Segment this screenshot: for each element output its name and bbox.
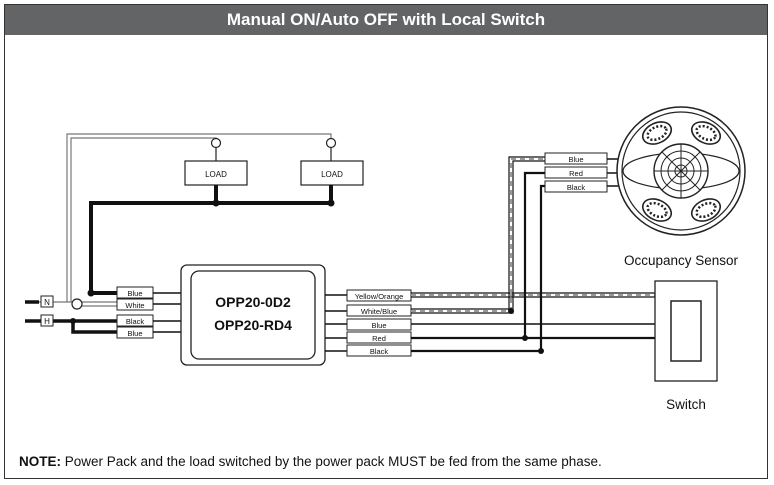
output-wire-red: Red [372,334,386,343]
occupancy-sensor-icon [616,106,746,236]
input-wire-blue-2: Blue [127,329,142,338]
load-1-label: LOAD [205,170,227,179]
red-junction [522,335,528,341]
wiring-diagram: LOAD LOAD N [25,106,746,412]
pack-neutral-line [77,301,117,307]
output-wire-black: Black [370,347,389,356]
load-2-label: LOAD [321,170,343,179]
input-wire-white: White [125,301,144,310]
pack-input-leads [153,292,181,333]
white-blue-junction [508,308,514,314]
power-pack-model-1: OPP20-0D2 [215,294,291,310]
output-wire-yellow-orange: Yellow/Orange [355,292,404,301]
neutral-terminal-label: N [44,298,50,307]
white-blue-line [411,156,545,314]
sensor-wire-black: Black [567,183,586,192]
load-1-hot-node [212,199,220,207]
note-prefix: NOTE: [19,454,61,469]
power-pack: OPP20-0D2 OPP20-RD4 [180,264,326,366]
sensor-wire-red: Red [569,169,583,178]
load-neutral-drops [215,147,332,161]
pack-output-leads [325,294,347,352]
occupancy-sensor-label: Occupancy Sensor [624,253,739,268]
switch-icon [654,280,718,382]
input-wire-black: Black [126,317,145,326]
red-line [411,171,655,340]
note-text: Power Pack and the load switched by the … [61,454,602,469]
output-wire-white-blue: White/Blue [361,307,397,316]
yellow-orange-line [411,292,655,298]
black-junction [538,348,544,354]
power-pack-model-2: OPP20-RD4 [214,317,292,333]
load-1-neutral-node [210,137,222,149]
note: NOTE: Power Pack and the load switched b… [19,454,602,469]
load-hot-junction [87,289,95,297]
pack-output-wires: Yellow/Orange White/Blue Blue Red Black [346,289,412,357]
hot-junction [70,318,76,324]
hot-terminal: H [40,314,54,327]
input-wire-blue-1: Blue [127,289,142,298]
load-1: LOAD [184,160,248,186]
switch-label: Switch [666,397,706,412]
load-2-neutral-node [325,137,337,149]
pack-input-wires: Blue White Black Blue [116,286,154,339]
sensor-wires: Blue Red Black [544,152,608,193]
black-line [411,184,545,353]
diagram-title: Manual ON/Auto OFF with Local Switch [5,5,767,35]
sensor-wire-blue: Blue [568,155,583,164]
hot-terminal-label: H [44,317,50,326]
neutral-terminal: N [40,295,54,308]
load-2: LOAD [300,160,364,186]
load-2-hot-node [327,199,335,207]
output-wire-blue: Blue [371,321,386,330]
diagram-frame: Manual ON/Auto OFF with Local Switch LOA… [4,4,768,479]
neutral-node [71,298,83,310]
